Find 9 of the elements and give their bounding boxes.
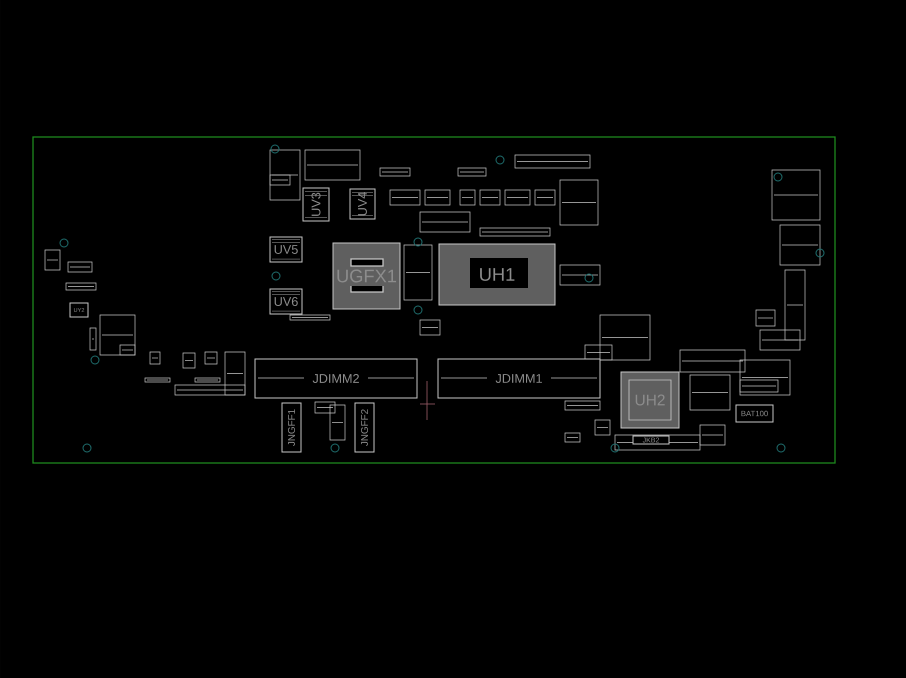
chip-footprint: UV6 [270, 288, 302, 314]
memory-slot: JDIMM2 [254, 358, 418, 398]
chip-footprint: UV4 [350, 188, 376, 220]
connector-footprint: JNGFF2 [354, 402, 374, 452]
bga-chip: UH1 [438, 244, 556, 306]
connector-footprint: JNGFF1 [282, 402, 302, 452]
memory-slot: JDIMM1 [438, 358, 600, 398]
chip-footprint: UV3 [302, 188, 330, 222]
chip-footprint: UV5 [270, 236, 302, 262]
